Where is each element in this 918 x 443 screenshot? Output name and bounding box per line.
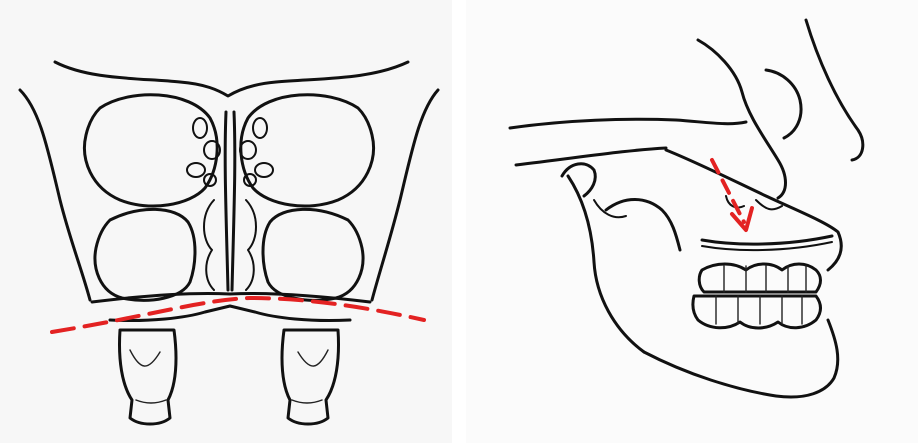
alveolar-process <box>110 306 350 321</box>
maxilla-body <box>666 150 841 270</box>
right-nasal-concha <box>246 200 256 290</box>
upper-teeth-row <box>699 264 820 292</box>
lateral-skull-wall-right <box>372 90 438 300</box>
lower-teeth-row <box>693 296 821 328</box>
lateral-skull-panel <box>466 0 918 443</box>
dashed-annotation-arrow <box>712 160 752 230</box>
maxillary-osteotomy-cut <box>702 236 832 244</box>
orbit-rim <box>698 40 786 198</box>
coronal-skull-panel <box>0 0 452 443</box>
right-orbit <box>241 95 374 206</box>
left-maxillary-sinus <box>95 209 195 300</box>
mandible-ramus <box>568 176 644 352</box>
lateral-skull-wall-left <box>20 90 90 300</box>
lateral-skull-drawing <box>466 0 918 443</box>
right-maxillary-sinus <box>263 209 363 300</box>
coronal-skull-drawing <box>0 0 452 443</box>
left-molar <box>120 330 177 424</box>
left-orbit <box>84 95 217 206</box>
mandible-body <box>644 320 838 397</box>
cranial-outline <box>55 62 408 96</box>
coronoid-process <box>606 200 680 251</box>
nasal-septum <box>225 112 235 290</box>
frontal-process <box>766 70 801 138</box>
mandibular-condyle <box>562 164 595 196</box>
left-nasal-concha <box>204 200 214 290</box>
infratemporal-line <box>516 148 666 165</box>
nasal-bone <box>806 20 863 160</box>
zygomatic-arch <box>510 119 746 128</box>
right-molar <box>282 330 339 424</box>
